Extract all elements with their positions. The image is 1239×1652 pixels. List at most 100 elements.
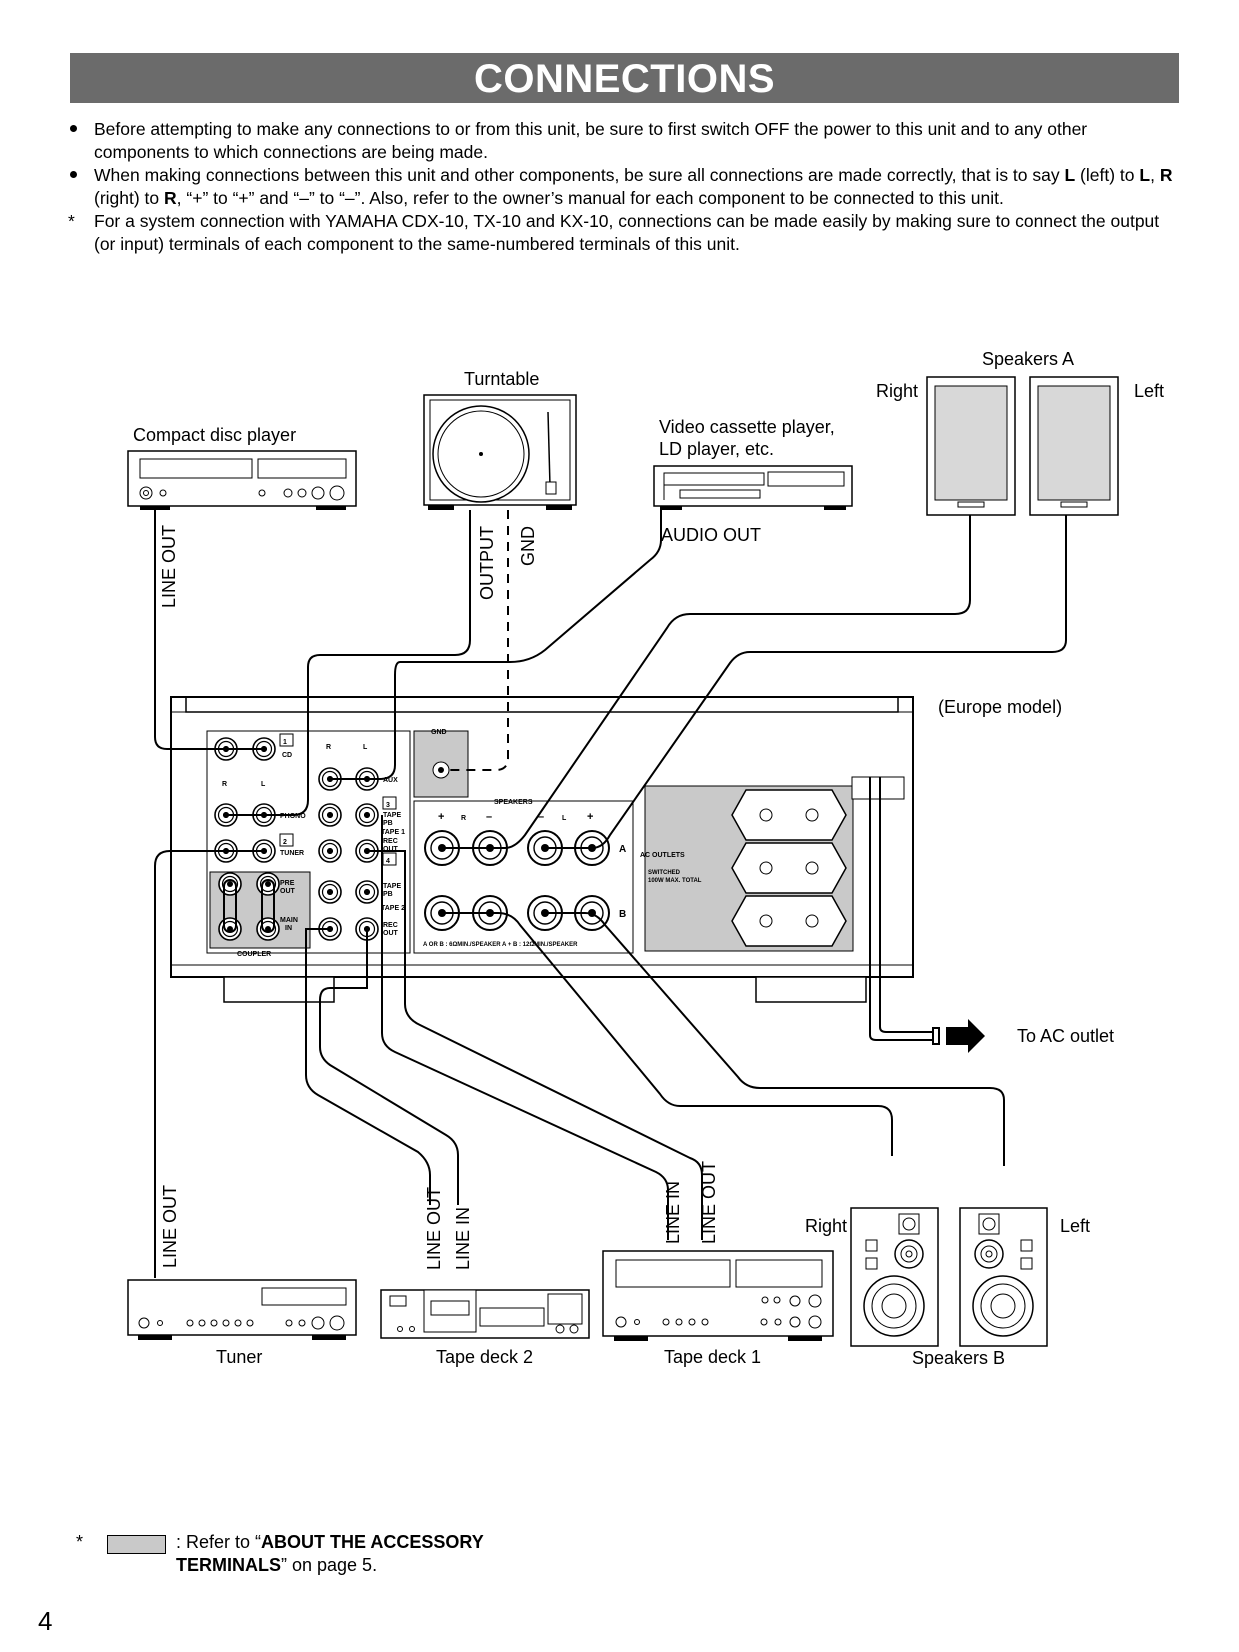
cd-player [127,450,357,510]
vcr-audio-out-label: AUDIO OUT [661,525,761,545]
speaker-a-left [1029,376,1119,516]
panel-main-label: MAIN [280,917,298,924]
tuner-line-out-label: LINE OUT [160,1185,180,1268]
cables [154,510,1067,1278]
tape-deck-1 [602,1250,834,1341]
panel-tuner-label: TUNER [280,850,304,857]
panel-pb-label: PB [383,820,393,827]
footnote-bold: ABOUT THE ACCESSORY TERMINALS [176,1532,484,1575]
panel-tape-pb-label: TAPE [383,812,401,819]
note-text: , [1150,165,1160,185]
panel-aux-label: AUX [383,777,398,784]
panel-minus-1: – [486,811,492,823]
note-item: When making connections between this uni… [68,164,1183,210]
note-item: Before attempting to make any connection… [68,118,1183,164]
panel-impedance-note: A OR B : 6ΩMIN./SPEAKER A + B : 12ΩMIN./… [423,942,578,948]
tuner-label: Tuner [216,1347,262,1367]
speaker-a-right [926,376,1016,516]
panel-pb-label-2: PB [383,891,393,898]
turntable-output-label: OUTPUT [477,526,497,600]
tuner [127,1279,357,1340]
vcr-label-line2: LD player, etc. [659,439,774,459]
panel-rec-label-1: REC [383,838,398,845]
panel-num-2: 2 [283,839,287,846]
panel-phono-label: PHONO [280,813,306,820]
panel-l-2: L [363,744,368,751]
vcr-label-line1: Video cassette player, [659,417,835,437]
panel-r-1: R [222,781,227,788]
panel-ac-outlets-label: AC OUTLETS [640,852,685,859]
footnote-marker: * [76,1532,84,1552]
panel-tape1-label: TAPE 1 [381,829,405,836]
panel-num-1: 1 [283,739,287,746]
note-text: R [164,188,177,208]
panel-watt-label: 100W MAX. TOTAL [648,878,702,884]
speakers-a-left-label: Left [1134,381,1164,401]
panel-minus-2: – [538,811,544,823]
accessory-swatch [107,1535,166,1554]
cd-player-label: Compact disc player [133,425,296,445]
panel-gnd-label: GND [431,729,447,736]
note-text: L [1064,165,1076,185]
panel-plus-2: + [587,811,593,823]
speakers-a-right-label: Right [876,381,918,401]
turntable-label: Turntable [464,369,539,389]
turntable-gnd-label: GND [518,526,538,566]
note-text: For a system connection with YAMAHA CDX-… [94,211,1160,254]
panel-cd-label: CD [282,752,292,759]
gnd-wire [443,510,509,771]
to-ac-outlet-label: To AC outlet [1017,1026,1114,1046]
speaker-b-right [850,1207,939,1347]
instruction-notes: Before attempting to make any connection… [68,118,1183,256]
panel-num-3: 3 [386,802,390,809]
panel-pre-label: PRE [280,880,295,887]
panel-r-2: R [326,744,331,751]
tape2-line-in-label: LINE IN [453,1207,473,1270]
footnote-prefix: : Refer to “ [176,1532,262,1552]
note-text: Before attempting to make any connection… [94,119,1088,162]
note-text: , “+” to “+” and “–” to “–”. Also, refer… [176,188,1004,208]
panel-out-label: OUT [280,888,296,895]
panel-num-4: 4 [386,858,390,865]
tape1-line-in-label: LINE IN [663,1181,683,1244]
tape-deck-2 [380,1289,590,1339]
footnote: * [76,1531,83,1554]
note-text: L [1139,165,1151,185]
panel-speakers-label: SPEAKERS [494,799,533,806]
panel-tape-label-2: TAPE [383,883,401,890]
tape-deck-2-label: Tape deck 2 [436,1347,533,1367]
speakers-b-label: Speakers B [912,1348,1005,1368]
speakers-b-right-label: Right [805,1216,847,1236]
turntable [423,394,577,510]
cd-line-out-label: LINE OUT [159,525,179,608]
tape2-line-out-label: LINE OUT [424,1187,444,1270]
speaker-b-left [959,1207,1048,1347]
panel-rec-label-2: REC [383,922,398,929]
panel-tape2-label: TAPE 2 [381,905,405,912]
note-item: * For a system connection with YAMAHA CDX… [68,210,1183,256]
panel-b-label: B [619,909,626,920]
plug-dots [223,746,370,932]
panel-plus-1: + [438,811,444,823]
speakers-b-left-label: Left [1060,1216,1090,1236]
panel-out-label-2: OUT [383,930,399,937]
note-text: When making connections between this uni… [94,165,1065,185]
page-title: CONNECTIONS [70,53,1179,103]
note-text: (left) to [1075,165,1140,185]
asterisk-marker: * [68,211,75,231]
tape1-line-out-label: LINE OUT [699,1161,719,1244]
europe-model-label: (Europe model) [938,697,1062,717]
panel-a-label: A [619,844,626,855]
tape-deck-1-label: Tape deck 1 [664,1347,761,1367]
panel-l-3: L [562,815,567,822]
speakers-a-label: Speakers A [982,349,1074,369]
panel-switched-label: SWITCHED [648,870,681,876]
panel-r-3: R [461,815,466,822]
vcr-ld-player [653,465,853,510]
panel-coupler-label: COUPLER [237,951,271,958]
arrow-right-icon [946,1019,985,1053]
panel-l-1: L [261,781,266,788]
note-text: R [1159,165,1173,185]
note-text: (right) to [94,188,165,208]
